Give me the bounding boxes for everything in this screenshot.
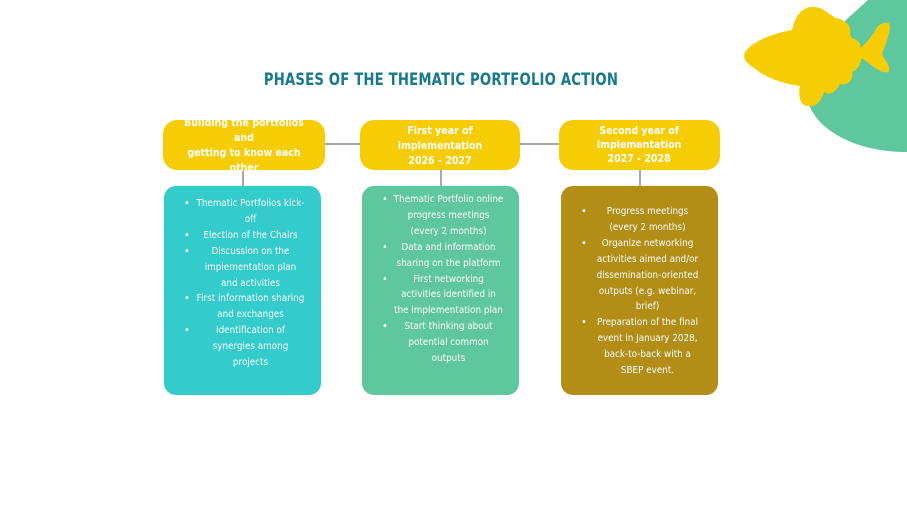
bullet-icon: • <box>184 293 190 305</box>
activity-item: •Preparation of the final event in Janua… <box>581 317 699 377</box>
activity-item: •Discussion on the implementation plan a… <box>184 245 297 289</box>
phase-1-header: Building the portfolios and getting to k… <box>163 116 325 174</box>
bullet-icon: • <box>184 245 190 257</box>
activity-item: •Progress meetings (every 2 months) <box>581 206 689 233</box>
connector-phase2-down <box>440 170 442 186</box>
connector-phase1-down <box>242 170 244 186</box>
activity-item: •Election of the Chairs <box>174 228 313 244</box>
phase-2-header-line: First year of implementation <box>397 123 483 152</box>
page-title: PHASES OF THE THEMATIC PORTFOLIO ACTION <box>263 70 619 90</box>
activity-item: •Thematic Portfolio online progress meet… <box>382 194 504 237</box>
phase-2-activities: •Thematic Portfolio online progress meet… <box>362 186 519 395</box>
phase-2-header-line: 2026 - 2027 <box>408 153 472 167</box>
fish-decoration <box>744 0 907 152</box>
bullet-icon: • <box>382 241 388 253</box>
phase-2-header: First year of implementation 2026 - 2027 <box>360 120 520 170</box>
bullet-icon: • <box>382 273 388 285</box>
activity-item: •First networking activities identified … <box>382 273 503 317</box>
phase-3-header: Second year of implementation 2027 - 202… <box>559 120 720 170</box>
phase-1-header-line: getting to know each other <box>187 146 301 174</box>
activity-item: •Data and information sharing on the pla… <box>382 241 501 269</box>
fish-icon <box>744 6 890 107</box>
activity-item: •Identification of synergies among proje… <box>184 325 289 369</box>
activity-item: •Organize networking activities aimed an… <box>581 237 699 313</box>
bullet-icon: • <box>382 194 388 205</box>
bullet-icon: • <box>581 237 587 249</box>
phase-1-header-line: Building the portfolios and <box>184 116 304 144</box>
bullet-icon: • <box>382 321 388 333</box>
bullet-icon: • <box>581 206 587 217</box>
connector-2-3 <box>520 143 559 145</box>
connector-phase3-down <box>639 170 641 186</box>
phase-3-activities: •Progress meetings (every 2 months) •Org… <box>561 186 718 395</box>
bullet-icon: • <box>184 229 190 241</box>
connector-1-2 <box>325 143 360 145</box>
phase-3-header-line: Second year of <box>599 124 680 137</box>
activity-item: •Thematic Portfolios kick-off <box>184 198 305 225</box>
phase-3-header-line: 2027 - 2028 <box>607 152 672 165</box>
bullet-icon: • <box>184 325 190 337</box>
phase-3-header-line: implementation <box>597 138 682 151</box>
activity-item: •Start thinking about potential common o… <box>382 321 493 365</box>
bullet-icon: • <box>581 317 587 329</box>
activity-item: •First information sharing and exchanges <box>184 293 305 321</box>
phase-1-activities: •Thematic Portfolios kick-off •Election … <box>164 186 321 395</box>
bullet-icon: • <box>184 198 190 209</box>
